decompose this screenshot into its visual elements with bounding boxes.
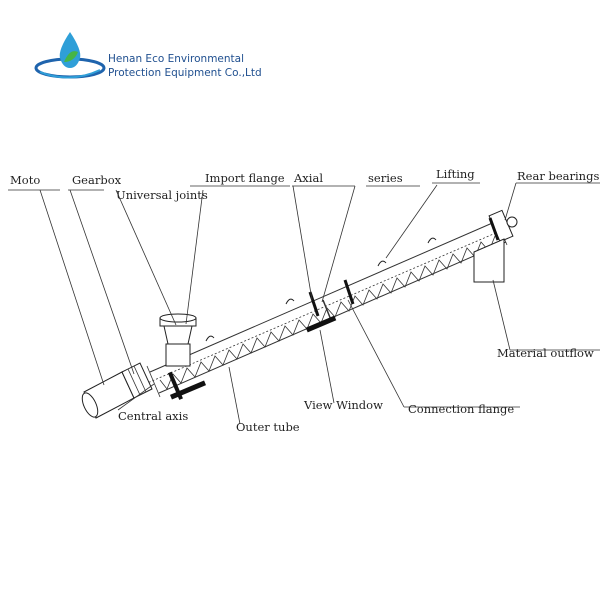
central-axis-shaft — [144, 228, 506, 385]
leader-lines — [8, 182, 600, 425]
label-import-flange: Import flange — [205, 171, 285, 185]
gearbox — [121, 362, 153, 399]
label-moto: Moto — [10, 173, 40, 187]
part-labels: Moto Gearbox Universal joints Import fla… — [10, 167, 599, 434]
label-view-window: View Window — [303, 398, 383, 412]
label-lifting: Lifting — [436, 167, 475, 181]
material-outflow-chute — [473, 238, 505, 283]
company-name-line1: Henan Eco Environmental — [108, 53, 244, 65]
outer-tube — [146, 214, 508, 398]
view-window — [305, 315, 337, 333]
lifting-lugs — [205, 237, 437, 342]
label-rear-bearings: Rear bearings — [517, 169, 599, 183]
logo-wave-icon — [39, 69, 101, 79]
label-material-outflow: Material outflow — [497, 346, 594, 360]
label-outer-tube: Outer tube — [236, 420, 300, 434]
label-axial: Axial — [293, 171, 323, 185]
label-gearbox: Gearbox — [72, 173, 122, 187]
logo-drop-icon — [59, 32, 81, 68]
company-logo: Henan Eco Environmental Protection Equip… — [34, 32, 262, 79]
front-bar — [169, 380, 207, 400]
label-universal-joints: Universal joints — [116, 188, 208, 202]
label-series: series — [368, 171, 403, 185]
import-flange — [159, 313, 197, 367]
company-name-line2: Protection Equipment Co.,Ltd — [108, 67, 262, 79]
label-central-axis: Central axis — [118, 409, 188, 423]
logo-leaf-icon — [64, 51, 78, 62]
label-connection-flange: Connection flange — [408, 402, 514, 416]
rear-bearings — [488, 209, 518, 243]
screw-conveyor-drawing — [81, 209, 518, 419]
